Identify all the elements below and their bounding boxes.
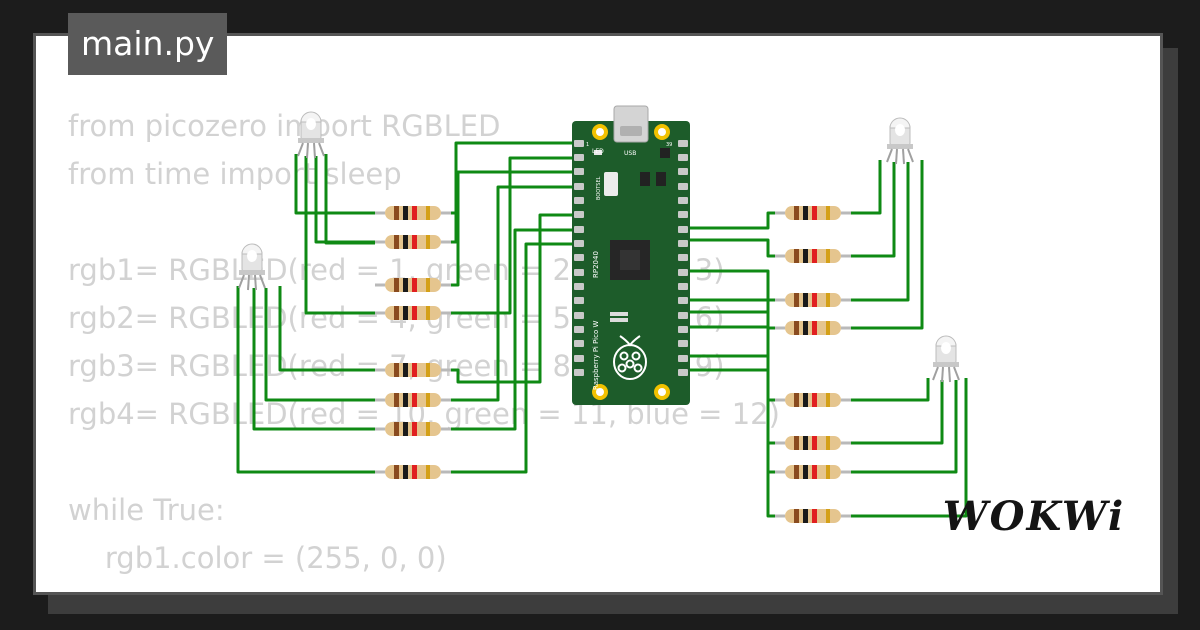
resistor[interactable] [373, 204, 453, 222]
rgb-led-2[interactable] [238, 243, 266, 291]
resistor[interactable] [773, 463, 853, 481]
rgb-led-1[interactable] [297, 111, 325, 159]
board-pin-39-label: 39 [666, 142, 672, 148]
resistor[interactable] [773, 291, 853, 309]
resistor[interactable] [773, 391, 853, 409]
code-line: sleep(0.1) [68, 582, 780, 592]
code-line: from time import sleep [68, 157, 402, 191]
resistor[interactable] [773, 319, 853, 337]
code-line: rgb1.color = (255, 0, 0) [68, 541, 447, 575]
board-bootsel-label: BOOTSEL [596, 176, 602, 200]
resistor[interactable] [373, 276, 453, 294]
resistor[interactable] [373, 463, 453, 481]
board-chip-label: RP2040 [592, 251, 600, 278]
code-editor: from picozero import RGBLED from time imp… [68, 102, 780, 592]
wokwi-logo: WOKWi [944, 493, 1124, 540]
pico-board[interactable]: LED USB 1 39 BOOTSEL RP2040 Raspberry Pi… [572, 105, 690, 405]
rgb-led-3[interactable] [886, 117, 914, 165]
board-usb-label: USB [624, 150, 636, 157]
code-line: from picozero import RGBLED [68, 109, 501, 143]
resistor[interactable] [773, 507, 853, 525]
raspberry-logo-icon [613, 335, 647, 380]
resistor[interactable] [373, 391, 453, 409]
resistor[interactable] [373, 233, 453, 251]
board-name-label: Raspberry Pi Pico W [592, 321, 600, 390]
resistor[interactable] [773, 434, 853, 452]
code-line: rgb1= RGBLED(red = 1, green = 2, blue = … [68, 253, 725, 287]
resistor[interactable] [773, 247, 853, 265]
wire-group [236, 141, 968, 518]
board-led-label: LED [592, 148, 604, 155]
resistor[interactable] [373, 361, 453, 379]
wokwi-logo-text: WOKWi [944, 493, 1124, 540]
resistor[interactable] [773, 204, 853, 222]
resistor[interactable] [373, 304, 453, 322]
file-tab-main-py[interactable]: main.py [68, 13, 228, 75]
board-pin-1-label: 1 [586, 142, 589, 148]
resistor[interactable] [373, 420, 453, 438]
rgb-led-4[interactable] [932, 335, 960, 383]
code-line: while True: [68, 493, 225, 527]
